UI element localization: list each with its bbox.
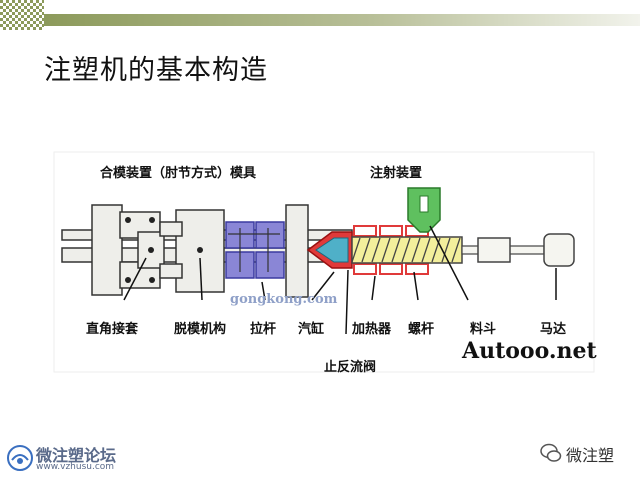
forum-logo-icon (7, 445, 33, 471)
toggle-arm-1 (159, 221, 183, 237)
label-check-valve: 止反流阀 (324, 360, 377, 375)
autooo-brand: Autooo.net (462, 338, 597, 364)
wechat-name: 微注塑 (566, 446, 615, 465)
slide-title: 注塑机的基本构造 (44, 55, 268, 86)
title-bar-stripe (44, 14, 640, 26)
coupling (477, 237, 511, 263)
wechat-watermark: 微注塑 (540, 440, 640, 466)
label-injection-unit: 注射装置 (370, 166, 423, 181)
rear-platen (91, 204, 123, 296)
toggle-arm-2 (159, 263, 183, 279)
label-ejector: 脱模机构 (174, 322, 227, 337)
nozzle (315, 237, 349, 263)
hopper-window (419, 195, 429, 213)
leader-lines (123, 225, 557, 335)
label-toggle-joint: 直角接套 (86, 322, 139, 337)
toggle-pins (125, 217, 203, 283)
gongkong-watermark: gongkong.com (230, 292, 338, 307)
motor (543, 233, 575, 267)
checker-pattern (0, 0, 44, 30)
forum-watermark: 微注塑论坛 www.vzhusu.com (6, 442, 126, 476)
label-screw: 螺杆 (408, 322, 435, 337)
heater-bands (353, 225, 429, 275)
wechat-icon (540, 443, 562, 462)
header-band (0, 0, 640, 30)
label-clamping-unit: 合模装置（肘节方式）模具 (100, 166, 257, 181)
label-tie-bar: 拉杆 (250, 322, 277, 337)
label-hopper: 料斗 (470, 322, 497, 337)
screw-flights (351, 237, 461, 263)
label-cylinder: 汽缸 (298, 322, 325, 337)
forum-url: www.vzhusu.com (36, 462, 115, 472)
forum-name: 微注塑论坛 (36, 446, 117, 465)
diagram-frame (53, 151, 595, 373)
front-platen (285, 204, 309, 298)
label-motor: 马达 (540, 322, 567, 337)
label-heater: 加热器 (352, 322, 392, 337)
